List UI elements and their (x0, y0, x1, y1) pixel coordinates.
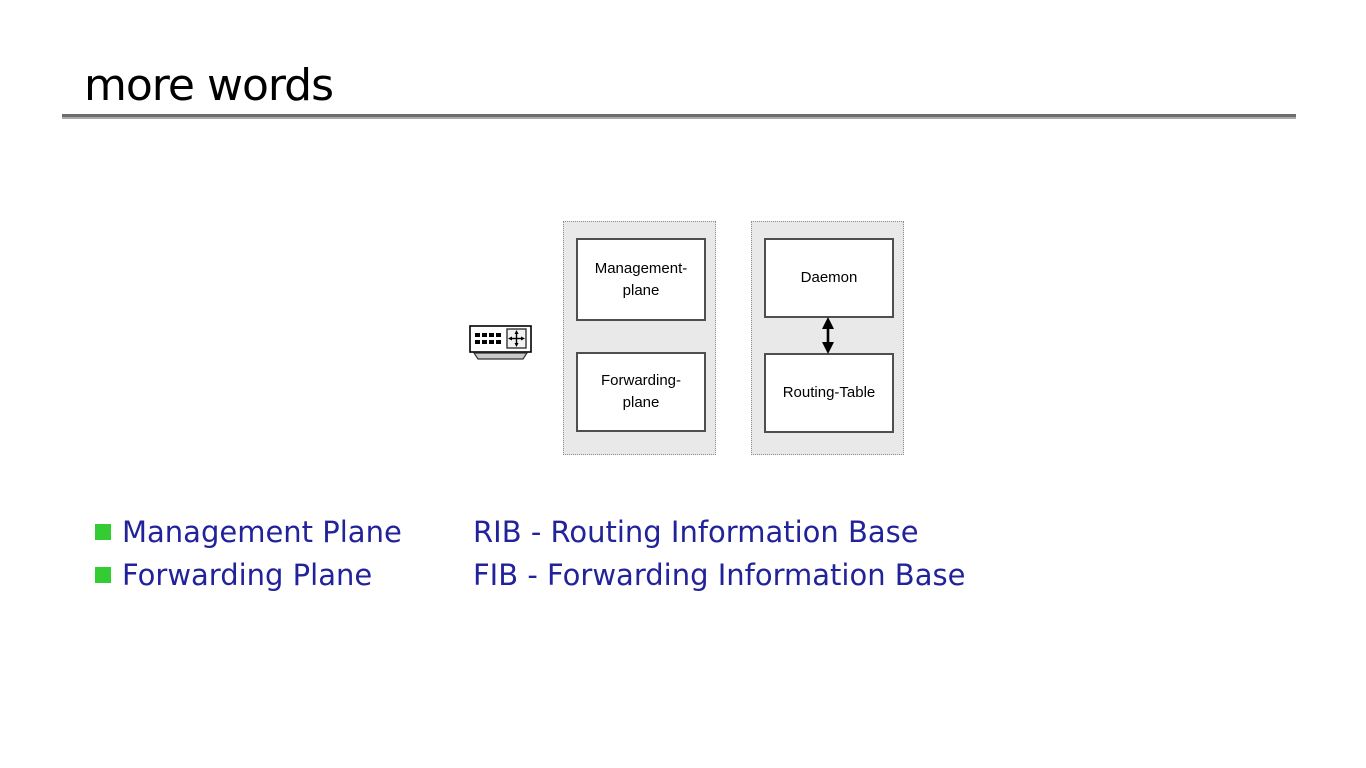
bullet-square-icon (95, 524, 111, 540)
routing-table-node: Routing-Table (764, 353, 894, 433)
forwarding-plane-node: Forwarding- plane (576, 352, 706, 432)
page-title: more words (84, 60, 334, 111)
router-base (472, 352, 529, 360)
daemon-node: Daemon (764, 238, 894, 318)
bullet-square-icon (95, 567, 111, 583)
router-icon (469, 325, 532, 360)
management-plane-node: Management- plane (576, 238, 706, 321)
bullet-row-management: Management Plane RIB - Routing Informati… (95, 514, 919, 550)
bullet-label: Forwarding Plane (122, 558, 373, 592)
double-arrow-icon (822, 317, 834, 354)
bullet-label: Management Plane (122, 515, 402, 549)
title-underline (62, 114, 1296, 119)
planes-panel: Management- plane Forwarding- plane (563, 221, 716, 455)
definition-rib: RIB - Routing Information Base (473, 515, 919, 549)
bullet-row-forwarding: Forwarding Plane FIB - Forwarding Inform… (95, 557, 965, 593)
crossed-arrows-icon (506, 328, 527, 349)
definition-fib: FIB - Forwarding Information Base (473, 558, 966, 592)
router-ports-icon (475, 333, 501, 344)
